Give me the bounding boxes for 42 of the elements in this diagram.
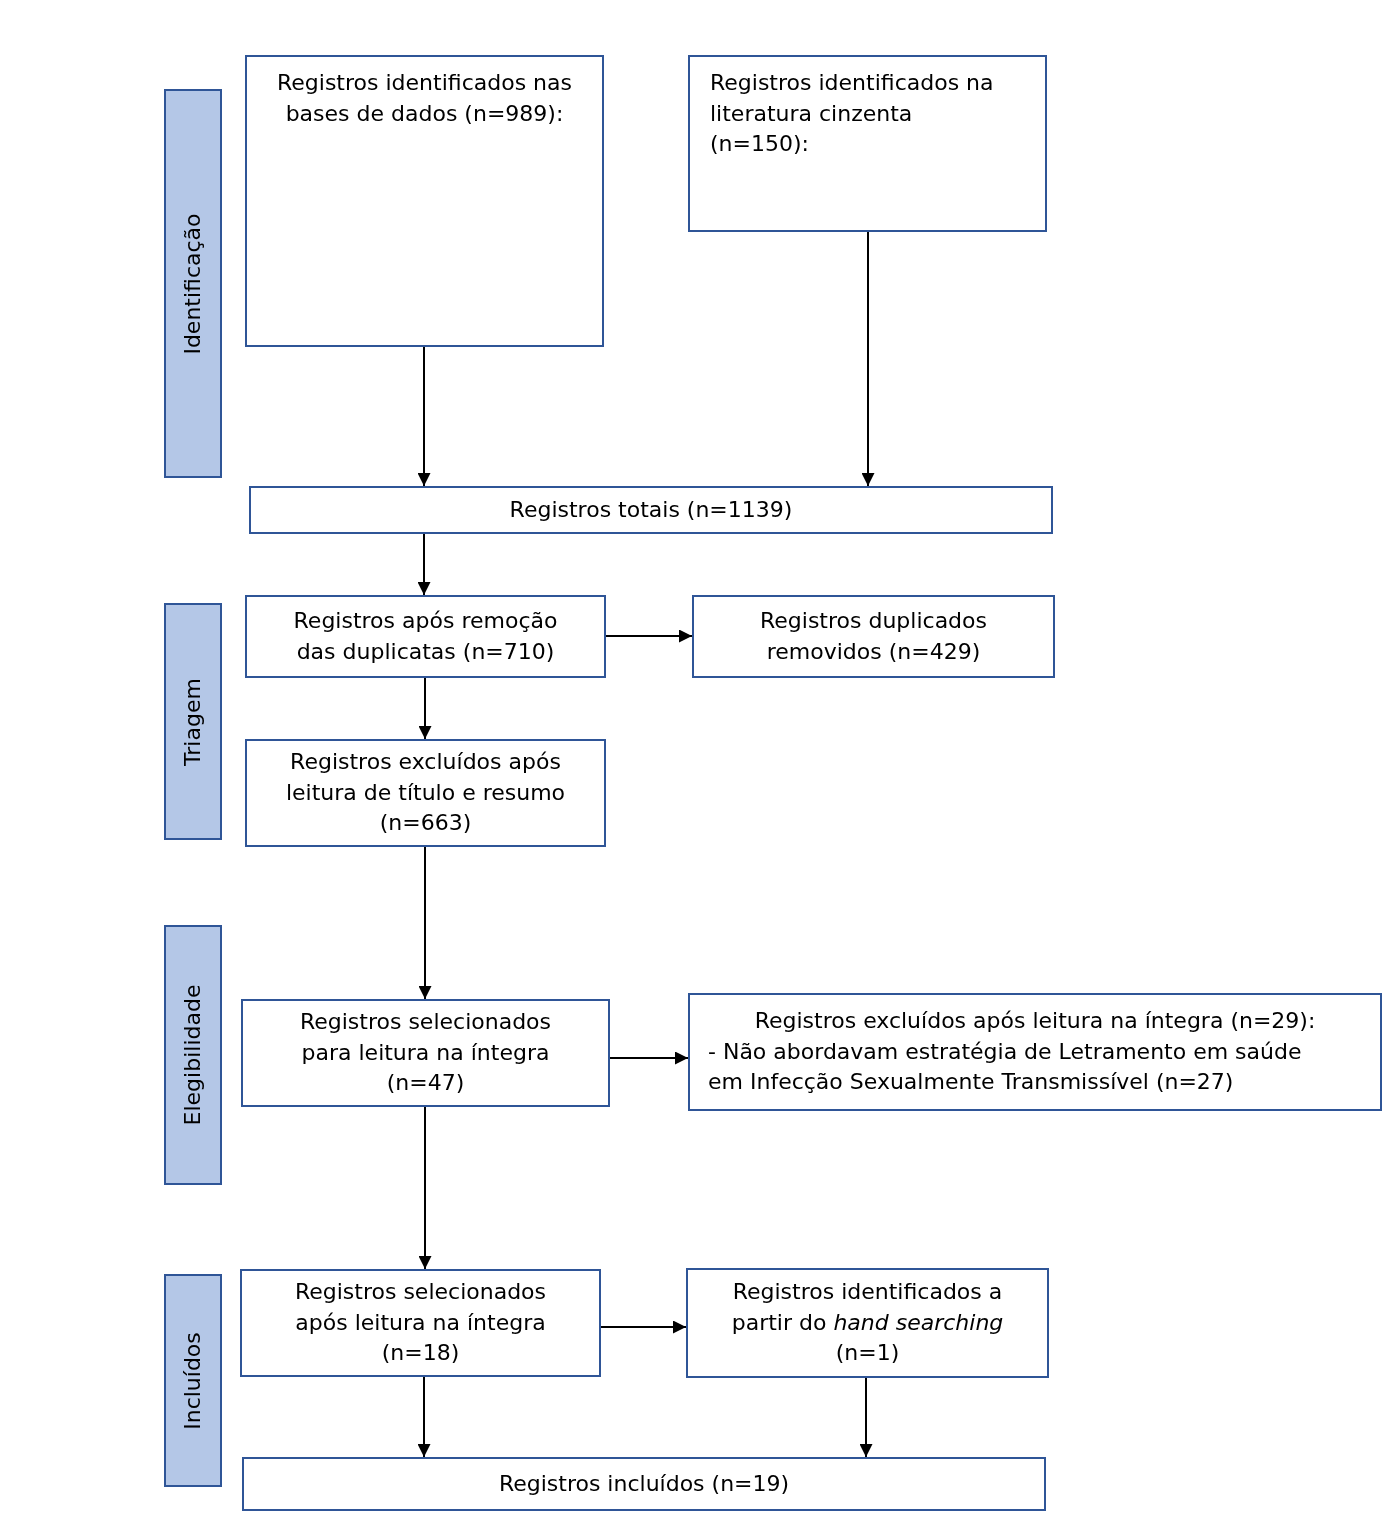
- process-box: [688, 55, 1047, 232]
- phase-label: Incluídos: [179, 1331, 206, 1430]
- arrow: [600, 1320, 687, 1334]
- arrow: [417, 346, 431, 487]
- process-box: [249, 486, 1053, 534]
- arrow: [859, 1377, 873, 1458]
- arrow: [418, 846, 432, 1000]
- box-text: Registros selecionados após leitura na íntegra (n=18): [293, 1278, 548, 1368]
- arrow: [861, 231, 875, 487]
- arrow: [609, 1051, 689, 1065]
- box-text: Registros incluídos (n=19): [497, 1469, 791, 1498]
- process-box: [241, 999, 610, 1107]
- arrow: [417, 1376, 431, 1458]
- process-box: [245, 739, 606, 847]
- box-text: Registros duplicados removidos (n=429): [758, 607, 988, 666]
- box-text: - Não abordavam estratégia de Letramento em saúde em Infecção Sexualmente Transmissível (n=27): [708, 1037, 1303, 1097]
- box-text: Registros totais (n=1139): [508, 495, 794, 524]
- process-box: [692, 595, 1055, 678]
- phase-band: [164, 89, 222, 478]
- process-box: [245, 55, 604, 347]
- phase-band: [164, 925, 222, 1185]
- process-box: [240, 1269, 601, 1377]
- box-text: Registros identificados na literatura cinzenta (n=150):: [710, 69, 995, 158]
- phase-label: Identificação: [179, 212, 206, 355]
- box-text: Registros após remoção das duplicatas (n=710): [292, 607, 559, 666]
- arrow: [417, 533, 431, 596]
- box-text: Registros excluídos após leitura de título e resumo (n=663): [284, 748, 567, 838]
- box-text: Registros identificados nas bases de dados (n=989):: [276, 69, 573, 128]
- process-box: [242, 1457, 1046, 1511]
- phase-label: Elegibilidade: [179, 984, 206, 1126]
- process-box: [688, 993, 1382, 1111]
- box-text: Registros excluídos após leitura na íntegra (n=29):: [753, 1007, 1317, 1036]
- box-text: Registros selecionados para leitura na íntegra (n=47): [298, 1008, 553, 1098]
- box-text: Registros identificados a partir do hand searching (n=1): [730, 1278, 1005, 1368]
- phase-label: Triagem: [179, 677, 206, 766]
- phase-band: [164, 603, 222, 840]
- arrow: [418, 1106, 432, 1270]
- phase-band: [164, 1274, 222, 1487]
- process-box: [245, 595, 606, 678]
- arrow: [605, 629, 693, 643]
- process-box: [686, 1268, 1049, 1378]
- arrow: [418, 677, 432, 740]
